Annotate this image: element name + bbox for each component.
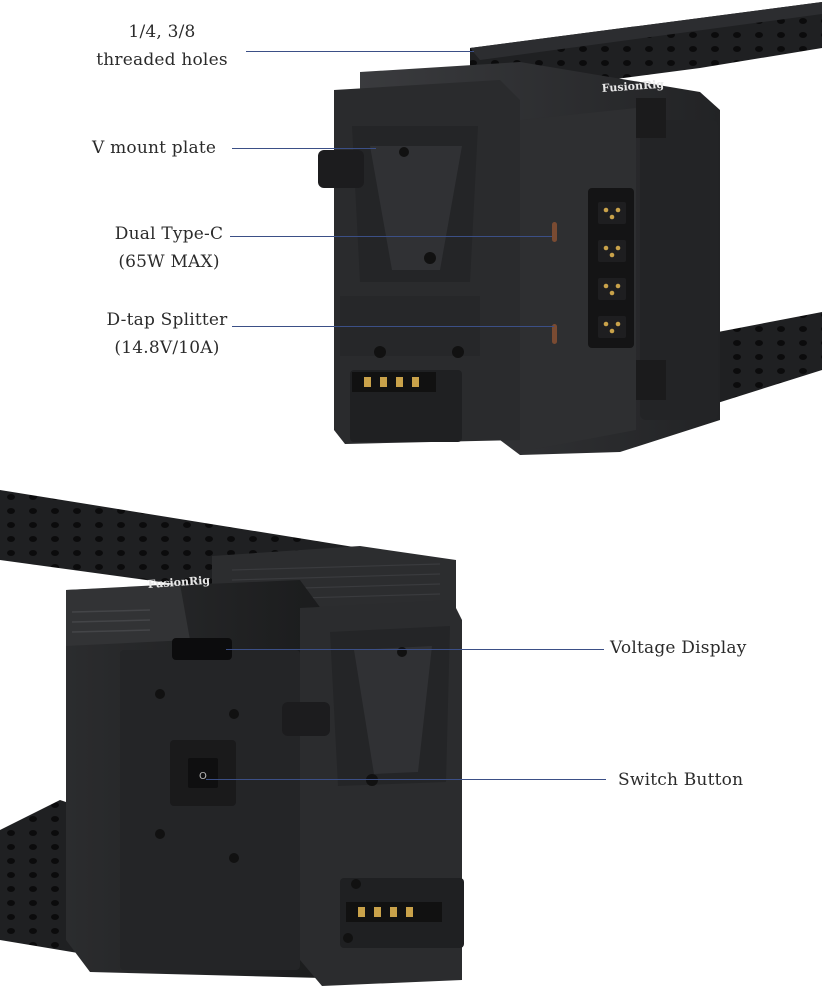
battery-connector-bottom [340,878,464,948]
v-mount-plate-leader [232,148,376,150]
voltage-display-window [172,638,232,660]
voltage-display-leader [226,649,604,651]
dual-type-c-label: Dual Type-C (65W MAX) [104,222,234,274]
svg-text:O: O [199,771,207,782]
d-tap-splitter-leader [232,326,554,328]
threaded-holes-label: 1/4, 3/8 threaded holes [84,20,240,72]
d-tap-splitter-label: D-tap Splitter (14.8V/10A) [96,308,238,360]
threaded-holes-line1: 1/4, 3/8 [128,22,196,42]
top-device-view: FusionRig [318,2,822,455]
dual-type-c-line1: Dual Type-C [114,224,224,244]
brand-logo-top: FusionRig [601,78,664,95]
d-tap-splitter-line1: D-tap Splitter [106,310,228,330]
threaded-holes-leader [246,51,474,53]
switch-button-leader [206,779,606,781]
v-mount-plate-bottom [282,626,450,786]
usb-c-port-lower [552,324,557,344]
v-mount-plate-top [318,126,478,282]
power-switch: O [170,740,236,806]
dual-type-c-line2: (65W MAX) [118,252,220,272]
brand-logo-bottom: FusionRig [147,574,210,591]
switch-button-label: Switch Button [618,770,744,790]
bottom-device-view: FusionRig O [0,490,464,986]
d-tap-splitter-line2: (14.8V/10A) [114,338,220,358]
v-mount-plate-label: V mount plate [92,138,217,158]
usb-c-port-upper [552,222,557,242]
threaded-holes-line2: threaded holes [96,50,228,70]
dual-type-c-leader [230,236,552,238]
voltage-display-label: Voltage Display [610,638,747,658]
d-tap-ports [588,188,634,348]
